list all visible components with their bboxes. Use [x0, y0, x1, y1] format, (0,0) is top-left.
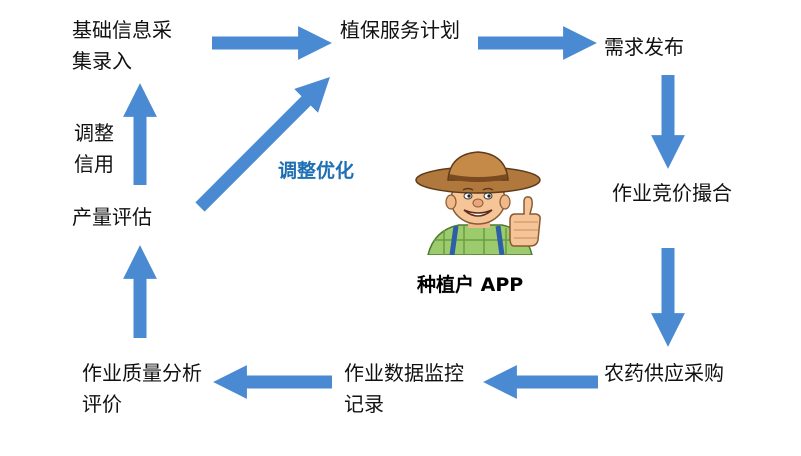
node-data-monitoring: 作业数据监控记录: [344, 361, 464, 416]
app-label: 种植户 APP: [417, 274, 524, 296]
node-adjust-credit: 调整信用: [74, 121, 114, 176]
node-yield-evaluation: 产量评估: [72, 205, 152, 229]
node-bid-matching: 作业竞价撮合: [612, 181, 732, 205]
arrow-yield-to-plan: [195, 77, 330, 212]
farmer-thumbs-up-icon: [415, 151, 541, 255]
node-quality-analysis: 作业质量分析评价: [82, 361, 202, 416]
node-demand-release: 需求发布: [604, 35, 684, 59]
node-service-plan: 植保服务计划: [340, 18, 460, 42]
node-pesticide-supply: 农药供应采购: [604, 361, 724, 385]
node-basic-info: 基础信息采集录入: [72, 18, 172, 73]
adjust-optimize-label: 调整优化: [278, 160, 355, 182]
